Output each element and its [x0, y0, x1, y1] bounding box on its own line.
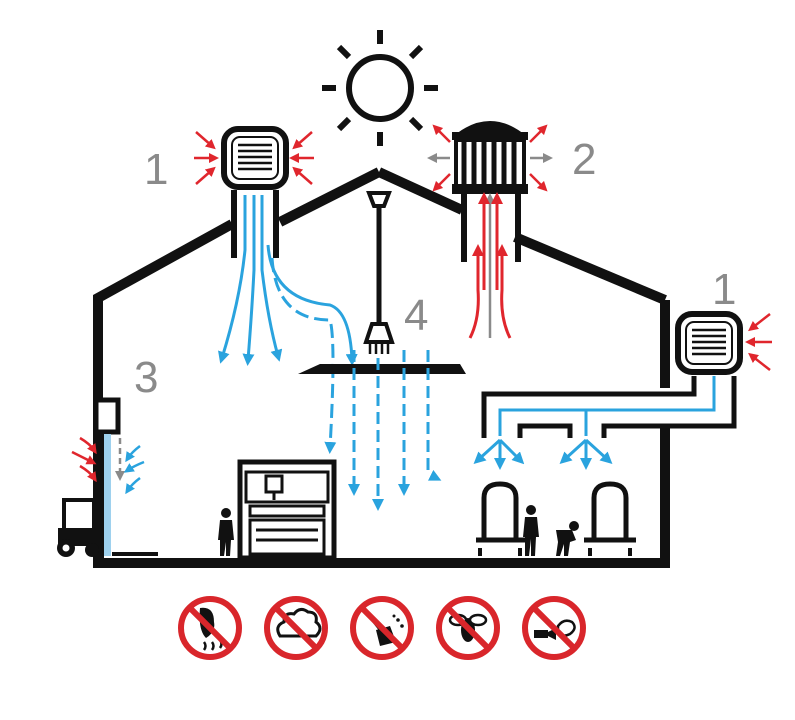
air-curtain-flow — [71, 436, 145, 495]
no-odor-icon — [178, 596, 242, 660]
cold-air-flow-duct — [473, 376, 716, 470]
door-air-curtain-icon — [93, 397, 121, 560]
no-insects-icon — [436, 596, 500, 660]
forklift-icon — [57, 498, 158, 557]
label-unit-4: 4 — [404, 291, 428, 340]
no-dust-icon — [350, 596, 414, 660]
cold-air-flow-center — [348, 350, 442, 511]
hot-air-out-arrows — [432, 124, 548, 192]
cold-air-flow-left — [218, 195, 358, 454]
worker-icon — [556, 521, 579, 556]
air-duct — [481, 376, 737, 438]
sun-icon — [322, 30, 438, 146]
worker-icon — [218, 508, 234, 556]
warm-air-in-arrows — [745, 313, 772, 371]
no-smoke-icon — [264, 596, 328, 660]
label-unit-3: 3 — [134, 353, 158, 402]
neutral-air-arrows — [427, 153, 553, 338]
equipment-cabinet — [476, 481, 526, 556]
cnc-machine-icon — [237, 459, 337, 561]
no-fumes-icon — [522, 596, 586, 660]
hot-air-rising — [468, 192, 512, 339]
wall-fan-icon — [221, 126, 289, 258]
roof-ventilator-icon — [452, 121, 528, 262]
worker-icon — [523, 505, 539, 556]
label-unit-2: 2 — [572, 135, 596, 184]
label-unit-1: 1 — [144, 145, 168, 194]
ceiling-fan-icon — [298, 191, 466, 374]
equipment-cabinet — [584, 481, 636, 556]
wall-fan-icon — [675, 311, 743, 375]
label-unit-1b: 1 — [712, 265, 736, 314]
warm-air-in-arrows — [194, 131, 314, 185]
